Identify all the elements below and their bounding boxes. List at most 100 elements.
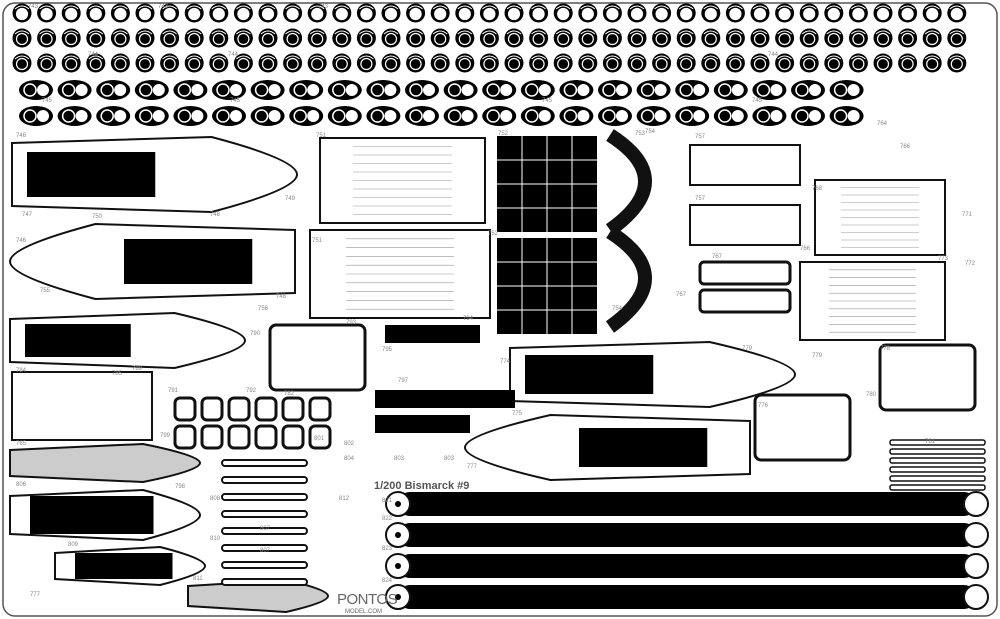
ring-center bbox=[803, 57, 816, 71]
ring-center bbox=[311, 7, 324, 21]
double-ring-left bbox=[254, 109, 269, 123]
double-ring-right bbox=[230, 110, 242, 122]
ring-arc bbox=[432, 55, 448, 60]
double-ring-right bbox=[731, 110, 744, 122]
strip-part bbox=[221, 544, 308, 552]
ring-center bbox=[237, 57, 250, 71]
strip-part bbox=[221, 561, 308, 569]
ring-center bbox=[311, 32, 324, 46]
double-ring-left bbox=[177, 83, 192, 97]
ring-arc bbox=[752, 5, 768, 10]
part-number-label: 789 bbox=[132, 366, 143, 372]
boat-cockpit bbox=[25, 324, 131, 357]
ring-arc bbox=[900, 30, 915, 35]
double-ring-left bbox=[679, 83, 693, 97]
ring-arc bbox=[482, 55, 497, 60]
double-ring-right bbox=[230, 84, 242, 96]
double-ring-right bbox=[114, 84, 127, 96]
double-ring-left bbox=[640, 109, 655, 123]
double-ring-left bbox=[486, 83, 500, 97]
ring-arc bbox=[260, 55, 276, 60]
ring-arc bbox=[211, 55, 227, 60]
double-ring-left bbox=[177, 109, 192, 123]
double-ring-right bbox=[423, 84, 435, 96]
double-ring-right bbox=[809, 84, 821, 96]
part-number-label: 744 bbox=[88, 52, 99, 58]
ring-center bbox=[606, 7, 619, 21]
double-ring-left bbox=[756, 109, 771, 123]
double-ring-left bbox=[100, 83, 114, 97]
ring-center bbox=[483, 32, 496, 46]
boat-ribs bbox=[75, 553, 173, 579]
belt-part bbox=[398, 523, 976, 547]
part-number-label: 754 bbox=[645, 129, 656, 135]
ring-center bbox=[458, 32, 471, 46]
part-number-label: 745 bbox=[230, 98, 241, 104]
ring-arc bbox=[949, 5, 965, 10]
double-ring-right bbox=[616, 84, 628, 96]
ring-center bbox=[261, 7, 275, 21]
ring-arc bbox=[211, 30, 227, 35]
ring-center bbox=[409, 7, 422, 21]
ring-arc bbox=[186, 5, 202, 10]
part-number-label: 768 bbox=[812, 186, 823, 192]
rack-part bbox=[308, 396, 332, 422]
part-number-label: 781 bbox=[925, 439, 936, 445]
part-number-label: 801 bbox=[314, 436, 325, 442]
strip-part bbox=[221, 476, 308, 484]
double-ring-right bbox=[461, 84, 474, 96]
double-ring-right bbox=[461, 110, 474, 122]
ring-arc bbox=[162, 30, 177, 35]
double-ring-right bbox=[500, 84, 513, 96]
rack-part bbox=[227, 424, 251, 450]
ring-center bbox=[680, 7, 693, 21]
ring-center bbox=[950, 57, 963, 71]
ring-arc bbox=[629, 30, 645, 35]
ring-arc bbox=[211, 5, 227, 10]
part-number-label: 790 bbox=[250, 331, 261, 337]
rack-part bbox=[308, 424, 332, 450]
double-ring-right bbox=[345, 110, 358, 122]
part-number-label: 751 bbox=[312, 238, 323, 244]
ring-arc bbox=[506, 55, 522, 60]
frame-part bbox=[689, 144, 801, 186]
rack-part bbox=[227, 396, 251, 422]
ring-center bbox=[803, 7, 816, 21]
part-number-label: 823 bbox=[382, 546, 393, 552]
double-ring-left bbox=[409, 83, 423, 97]
strip-part bbox=[889, 439, 986, 446]
ring-center bbox=[606, 57, 619, 71]
frame-part bbox=[698, 288, 792, 314]
ring-arc bbox=[875, 55, 891, 60]
ring-arc bbox=[851, 30, 866, 35]
double-ring-right bbox=[114, 110, 127, 122]
arch-part bbox=[605, 129, 652, 236]
part-number-label: 799 bbox=[160, 433, 171, 439]
ring-arc bbox=[654, 55, 669, 60]
part-number-label: 748 bbox=[210, 212, 221, 218]
ring-center bbox=[261, 57, 275, 71]
double-ring-left bbox=[833, 83, 848, 97]
belt-part bbox=[398, 585, 976, 609]
ring-center bbox=[212, 7, 225, 21]
part-number-label: 797 bbox=[398, 378, 409, 384]
ring-center bbox=[261, 32, 275, 46]
ring-arc bbox=[531, 55, 546, 60]
part-number-label: 756 bbox=[258, 306, 269, 312]
double-ring-left bbox=[525, 109, 539, 123]
double-ring-left bbox=[795, 83, 809, 97]
rack-part bbox=[254, 396, 278, 422]
part-number-label: 757 bbox=[695, 134, 706, 140]
part-number-label: 745 bbox=[752, 98, 763, 104]
ring-arc bbox=[875, 5, 891, 10]
ring-center bbox=[114, 7, 127, 21]
ring-center bbox=[409, 32, 422, 46]
double-ring-left bbox=[139, 83, 153, 97]
ring-center bbox=[507, 57, 521, 71]
ring-center bbox=[311, 57, 324, 71]
ring-arc bbox=[88, 5, 104, 10]
ring-center bbox=[458, 57, 471, 71]
strip-part bbox=[889, 484, 986, 491]
ring-center bbox=[852, 32, 865, 46]
part-number-label: 767 bbox=[676, 292, 687, 298]
